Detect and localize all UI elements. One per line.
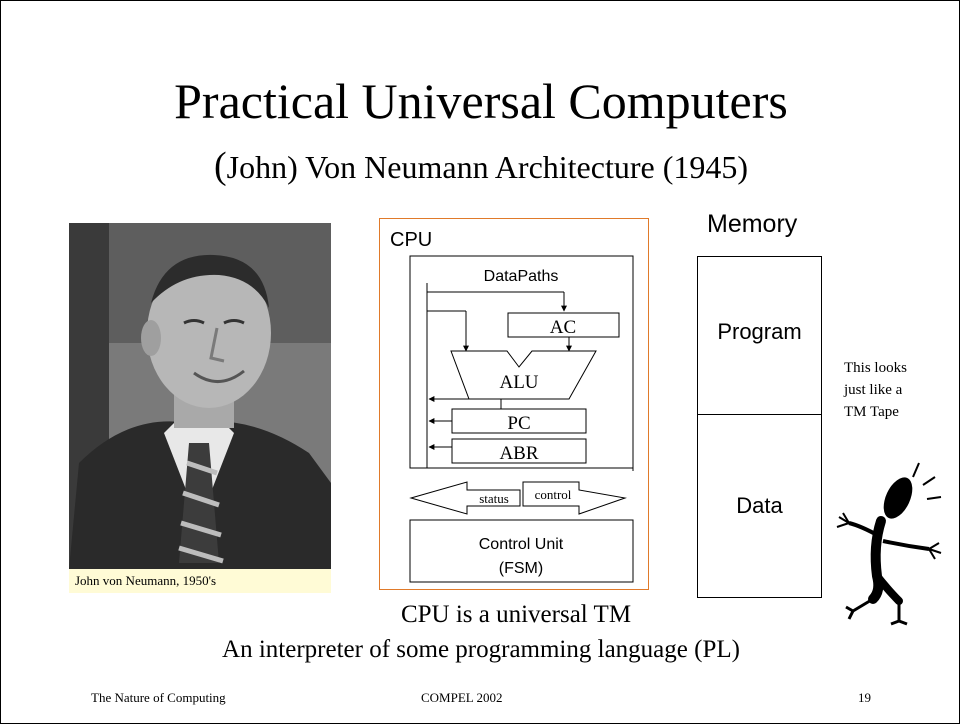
memory-program-label: Program bbox=[717, 319, 802, 344]
cpu-label: CPU bbox=[390, 229, 433, 251]
memory-label: Memory bbox=[707, 210, 798, 238]
abr-label: ABR bbox=[499, 443, 538, 464]
note-line-3: TM Tape bbox=[844, 404, 899, 420]
status-label: status bbox=[479, 491, 509, 506]
pc-label: PC bbox=[507, 413, 530, 434]
status-arrow bbox=[409, 481, 521, 515]
tape-note: This looks just like a TM Tape bbox=[844, 357, 907, 423]
portrait-image bbox=[69, 223, 331, 569]
bottom-line-2: An interpreter of some programming langu… bbox=[222, 636, 740, 663]
stick-figure-icon bbox=[836, 462, 942, 626]
slide-subtitle: (John) Von Neumann Architecture (1945) bbox=[1, 146, 960, 187]
datapaths-box bbox=[409, 255, 634, 469]
abr-register bbox=[451, 438, 587, 464]
alu-label: ALU bbox=[499, 372, 538, 393]
control-label: control bbox=[535, 487, 572, 502]
slide-title: Practical Universal Computers bbox=[174, 73, 788, 129]
memory-box bbox=[697, 256, 822, 598]
datapaths-label: DataPaths bbox=[484, 268, 559, 285]
footer-center: COMPEL 2002 bbox=[421, 690, 503, 705]
control-unit-line1: Control Unit bbox=[479, 536, 564, 553]
subtitle-text: John) Von Neumann Architecture (1945) bbox=[226, 149, 749, 185]
memory-divider bbox=[697, 414, 822, 415]
control-unit-line2: (FSM) bbox=[499, 560, 543, 577]
note-line-2: just like a bbox=[844, 382, 903, 398]
footer-page-number: 19 bbox=[858, 690, 871, 705]
control-arrow bbox=[522, 481, 627, 515]
subtitle-paren: ( bbox=[213, 145, 227, 187]
memory-data-label: Data bbox=[736, 493, 783, 518]
ac-register bbox=[507, 312, 620, 338]
photo-caption: John von Neumann, 1950's bbox=[75, 573, 217, 588]
portrait-photo: John von Neumann, 1950's bbox=[69, 223, 331, 593]
footer-left: The Nature of Computing bbox=[91, 690, 226, 705]
control-unit-box bbox=[409, 519, 634, 583]
ac-label: AC bbox=[550, 317, 576, 338]
bottom-line-1: CPU is a universal TM bbox=[400, 601, 632, 628]
cpu-frame bbox=[379, 218, 649, 590]
note-line-1: This looks bbox=[844, 360, 907, 376]
